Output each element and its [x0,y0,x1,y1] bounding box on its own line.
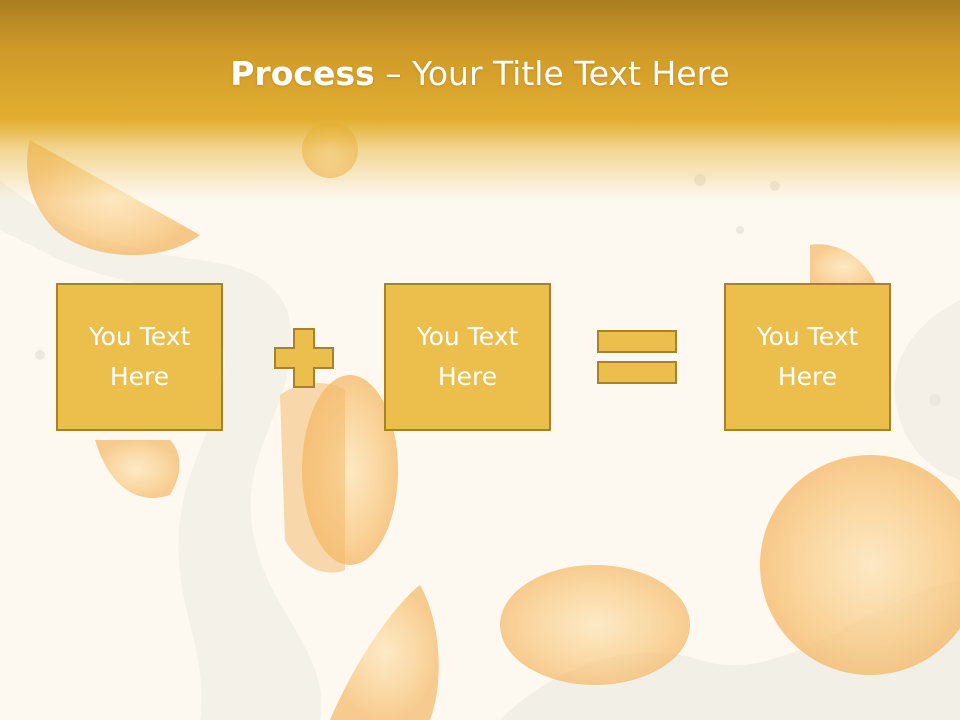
title-rest: – Your Title Text Here [374,54,730,93]
process-box-1[interactable]: You Text Here [56,283,223,431]
slide-title: Process – Your Title Text Here [0,52,960,96]
equals-icon [597,330,677,384]
process-box-1-text: You Text Here [88,322,191,391]
process-box-3-text: You Text Here [756,322,859,391]
process-box-2-text: You Text Here [416,322,519,391]
process-box-2[interactable]: You Text Here [384,283,551,431]
process-box-3[interactable]: You Text Here [724,283,891,431]
title-bold: Process [230,54,375,93]
title-band [0,0,960,200]
plus-icon [274,328,334,388]
